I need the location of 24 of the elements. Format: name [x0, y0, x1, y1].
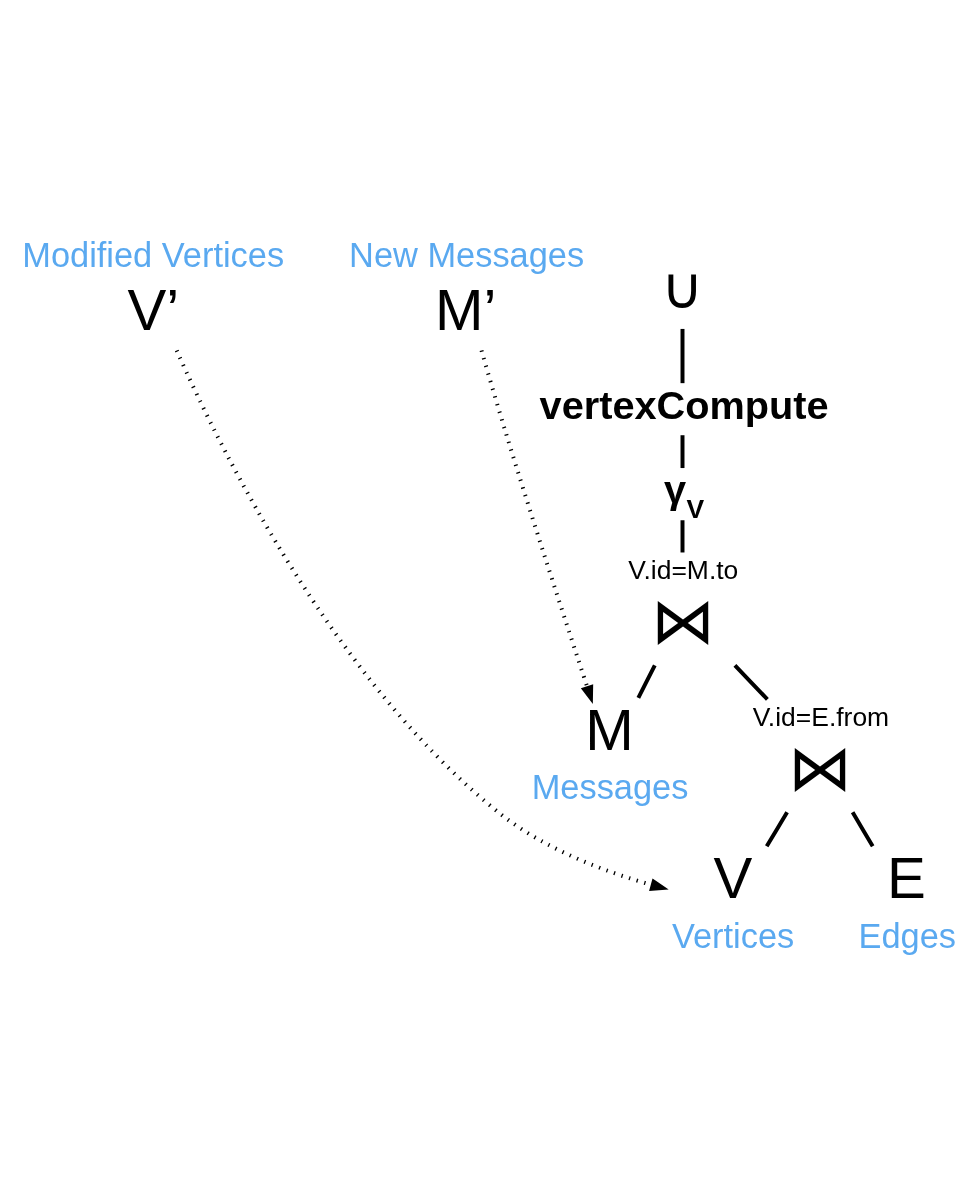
node-text: M’: [435, 276, 497, 342]
node-text: V’: [127, 276, 180, 342]
node-text: V.id=E.from ⋈: [752, 701, 890, 803]
connector: [850, 810, 875, 847]
node-text: vertexCompute: [539, 382, 829, 427]
node-label: Vertices: [671, 916, 795, 955]
node-label: Modified Vertices: [22, 235, 285, 274]
node-text: M: [585, 696, 634, 762]
connector: [765, 810, 789, 847]
node-label: New Messages: [349, 235, 585, 274]
connector: [680, 328, 685, 383]
connector: [636, 663, 657, 699]
node-text: γ$_{V}$: [663, 466, 705, 524]
node-label: Messages: [531, 767, 689, 806]
connector: [680, 434, 685, 468]
connector: [733, 663, 769, 701]
arrow: [174, 349, 669, 891]
node-label: Edges: [858, 916, 956, 955]
node-text: E: [886, 844, 926, 910]
arrow: [479, 349, 594, 704]
node-text: V.id=M.to ⋈: [628, 554, 739, 656]
connector: [680, 519, 685, 552]
node-text: ∪: [661, 254, 704, 320]
node-text: V: [713, 844, 753, 910]
